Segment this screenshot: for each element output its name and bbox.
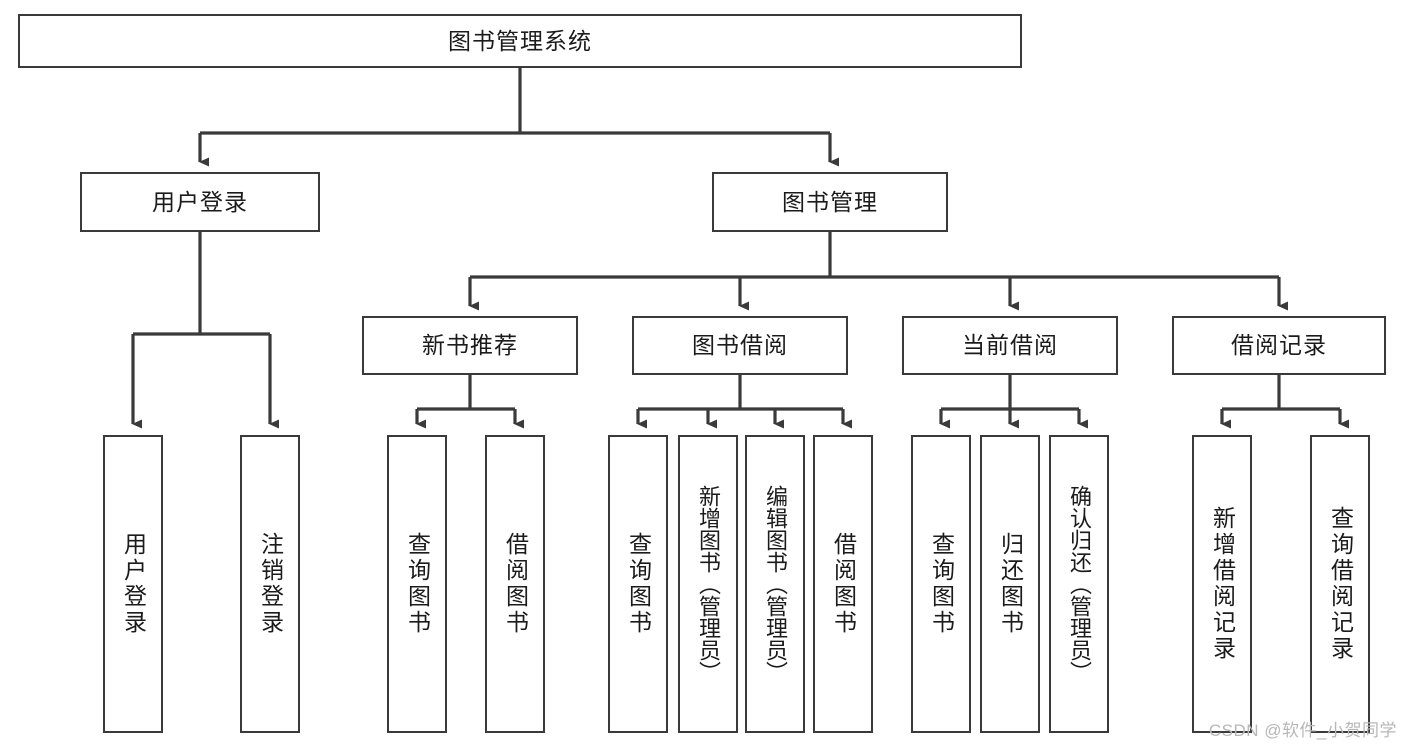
leaf-book-borrow-action[interactable]: 借阅图书	[813, 435, 873, 733]
node-book-manage[interactable]: 图书管理	[712, 172, 948, 232]
leaf-book-borrow-action-label: 借阅图书	[830, 532, 857, 636]
leaf-new-book-borrow-label: 借阅图书	[502, 532, 529, 636]
node-user-login-label: 用户登录	[152, 188, 248, 215]
leaf-confirm-return[interactable]: 确认归还（管理员）	[1049, 435, 1109, 733]
leaf-new-book-query[interactable]: 查询图书	[387, 435, 447, 733]
leaf-return-book[interactable]: 归还图书	[980, 435, 1040, 733]
leaf-current-borrow-query[interactable]: 查询图书	[911, 435, 971, 733]
leaf-return-book-label: 归还图书	[997, 532, 1024, 636]
leaf-book-edit-label: 编辑图书（管理员）	[763, 485, 788, 683]
node-book-borrow[interactable]: 图书借阅	[632, 316, 848, 375]
leaf-confirm-return-label: 确认归还（管理员）	[1067, 485, 1092, 683]
node-book-borrow-label: 图书借阅	[692, 332, 788, 359]
leaf-query-borrow-record-label: 查询借阅记录	[1327, 506, 1354, 662]
leaf-book-add-label: 新增图书（管理员）	[696, 485, 721, 683]
leaf-user-logout-label: 注销登录	[257, 532, 284, 636]
leaf-new-book-borrow[interactable]: 借阅图书	[485, 435, 545, 733]
leaf-new-book-query-label: 查询图书	[404, 532, 431, 636]
node-book-manage-label: 图书管理	[782, 188, 878, 215]
leaf-user-logout[interactable]: 注销登录	[240, 435, 300, 733]
leaf-book-borrow-query[interactable]: 查询图书	[608, 435, 668, 733]
node-root-label: 图书管理系统	[448, 27, 592, 54]
node-new-book-recommend[interactable]: 新书推荐	[362, 316, 578, 375]
leaf-book-add[interactable]: 新增图书（管理员）	[678, 435, 738, 733]
node-root[interactable]: 图书管理系统	[18, 14, 1022, 68]
node-borrow-record[interactable]: 借阅记录	[1172, 316, 1386, 375]
leaf-book-edit[interactable]: 编辑图书（管理员）	[745, 435, 805, 733]
node-user-login[interactable]: 用户登录	[80, 172, 320, 232]
leaf-current-borrow-query-label: 查询图书	[928, 532, 955, 636]
node-current-borrow-label: 当前借阅	[962, 332, 1058, 359]
leaf-user-login[interactable]: 用户登录	[103, 435, 163, 733]
node-current-borrow[interactable]: 当前借阅	[902, 316, 1118, 375]
node-new-book-recommend-label: 新书推荐	[422, 332, 518, 359]
leaf-query-borrow-record[interactable]: 查询借阅记录	[1310, 435, 1370, 733]
node-borrow-record-label: 借阅记录	[1231, 332, 1327, 359]
leaf-add-borrow-record-label: 新增借阅记录	[1209, 506, 1236, 662]
leaf-add-borrow-record[interactable]: 新增借阅记录	[1192, 435, 1252, 733]
leaf-book-borrow-query-label: 查询图书	[625, 532, 652, 636]
leaf-user-login-label: 用户登录	[120, 532, 147, 636]
